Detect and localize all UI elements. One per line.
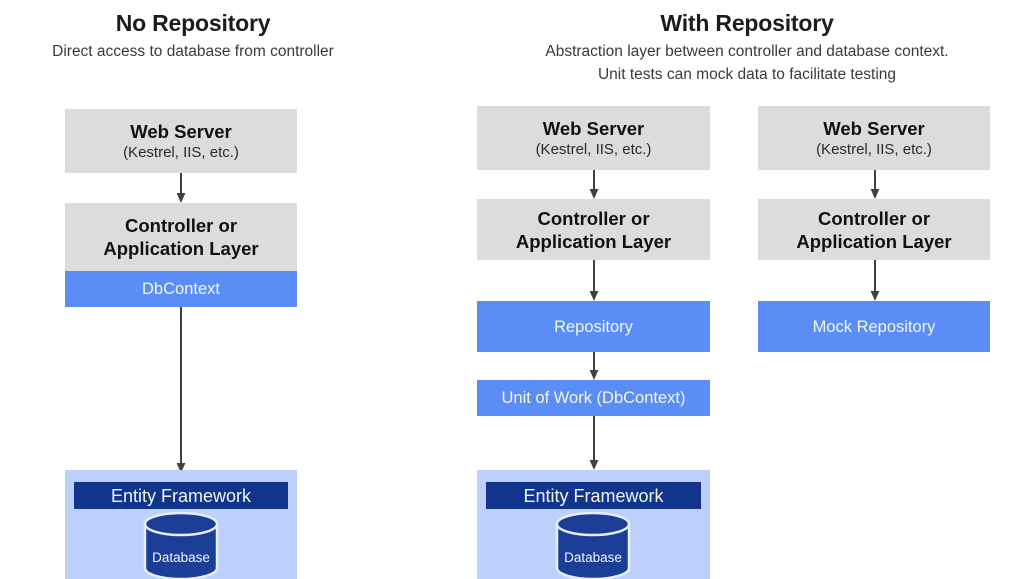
node-label: Unit of Work (DbContext) (501, 389, 686, 407)
node-title: Web Server (823, 117, 925, 139)
node-label: DbContext (142, 280, 220, 298)
left-column-subtitle: Direct access to database from controlle… (52, 43, 334, 60)
node-controller-with-repo[interactable]: Controller or Application Layer (477, 199, 710, 260)
right-column-subtitle-line1: Abstraction layer between controller and… (545, 43, 949, 60)
arrow-webserver-to-controller-col2 (587, 170, 601, 199)
arrow-unitofwork-to-ef (587, 416, 601, 470)
right-column-title: With Repository (660, 10, 834, 36)
node-title: Web Server (542, 117, 645, 139)
node-repository[interactable]: Repository (477, 301, 710, 352)
arrow-dbcontext-to-ef-col1 (174, 307, 188, 473)
entity-framework-label: Entity Framework (523, 485, 664, 506)
node-title-line1: Controller or (537, 207, 650, 229)
arrow-controller-to-repository-col2 (587, 260, 601, 301)
entity-framework-label: Entity Framework (110, 485, 252, 506)
node-label: Repository (554, 317, 633, 336)
node-web-server-mock[interactable]: Web Server (Kestrel, IIS, etc.) (758, 106, 990, 170)
node-title-line2: Application Layer (103, 238, 259, 259)
node-controller-no-repo[interactable]: Controller or Application Layer (65, 203, 297, 271)
database-cylinder-col2[interactable]: Database (554, 511, 632, 579)
node-title-line2: Application Layer (515, 230, 672, 252)
node-label: Mock Repository (812, 317, 936, 336)
node-controller-mock[interactable]: Controller or Application Layer (758, 199, 990, 260)
left-column-title: No Repository (115, 10, 271, 36)
node-dbcontext[interactable]: DbContext (65, 271, 297, 307)
node-mock-repository[interactable]: Mock Repository (758, 301, 990, 352)
database-cylinder-col1[interactable]: Database (142, 511, 220, 579)
arrow-controller-to-mock-repository (868, 260, 882, 301)
right-column-subtitle-line2: Unit tests can mock data to facilitate t… (597, 66, 897, 83)
arrow-webserver-to-controller-col3 (868, 170, 882, 199)
node-title-line2: Application Layer (796, 230, 952, 252)
node-title-line1: Controller or (817, 207, 931, 229)
right-column-heading: With Repository Abstraction layer betwee… (470, 8, 1024, 86)
entity-framework-bar-col2[interactable]: Entity Framework (486, 482, 701, 509)
left-column-heading: No Repository Direct access to database … (0, 8, 386, 63)
database-label: Database (564, 550, 622, 565)
entity-framework-bar-col1[interactable]: Entity Framework (74, 482, 288, 509)
node-unit-of-work[interactable]: Unit of Work (DbContext) (477, 380, 710, 416)
database-label: Database (152, 550, 210, 565)
node-web-server-no-repo[interactable]: Web Server (Kestrel, IIS, etc.) (65, 109, 297, 173)
node-subtitle: (Kestrel, IIS, etc.) (816, 140, 932, 158)
node-subtitle: (Kestrel, IIS, etc.) (123, 143, 239, 161)
arrow-repository-to-unitofwork (587, 352, 601, 380)
arrow-webserver-to-controller-col1 (174, 173, 188, 203)
node-subtitle: (Kestrel, IIS, etc.) (535, 140, 652, 158)
node-web-server-with-repo[interactable]: Web Server (Kestrel, IIS, etc.) (477, 106, 710, 170)
node-title: Web Server (130, 120, 232, 142)
node-title-line1: Controller or (124, 215, 238, 236)
